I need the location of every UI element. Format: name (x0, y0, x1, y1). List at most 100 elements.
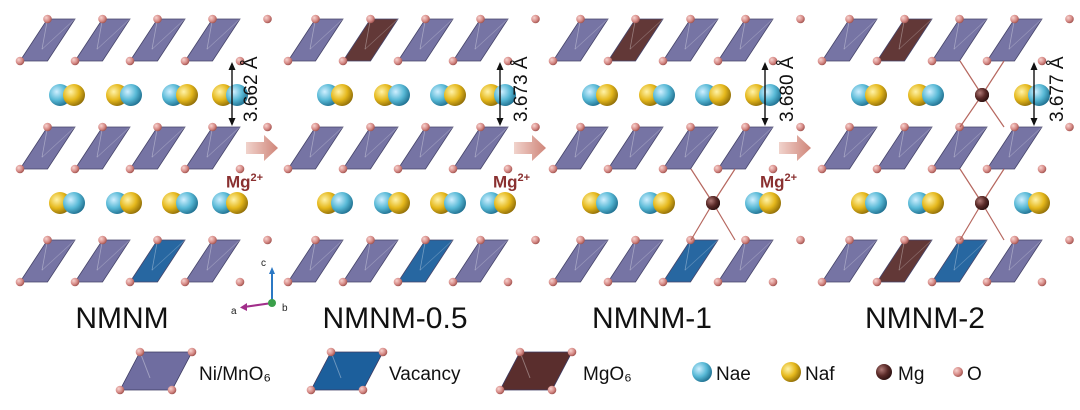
tm-octahedron-edge (739, 18, 746, 50)
naf-atom (596, 84, 618, 106)
oxygen-atom (393, 277, 403, 287)
tm-octahedron-edge (364, 239, 399, 271)
tm-octahedron (287, 126, 344, 170)
oxygen-atom (658, 56, 668, 66)
tm-octahedron-edge (151, 18, 186, 50)
oxygen-atom (15, 56, 25, 66)
oxygen-atom (576, 14, 585, 24)
tm-octahedron-edge (1008, 126, 1043, 158)
tm-octahedron-edge (309, 18, 344, 50)
oxygen-atom (15, 164, 25, 174)
legend-tm-octahedron-edge (139, 351, 151, 379)
tm-octahedron (184, 239, 241, 283)
tm-octahedron (931, 18, 988, 62)
oxygen-atom (768, 277, 778, 287)
axis-a-head (240, 303, 247, 311)
legend-oxygen (495, 385, 505, 395)
vacancy-octahedron (662, 239, 719, 283)
nae-atom (176, 192, 198, 214)
tm-octahedron-edge (41, 18, 48, 50)
oxygen-atom (393, 56, 403, 66)
interlayer-distance-nmnm-0-5: 3.673 Å (511, 56, 532, 123)
tm-octahedron-edge (843, 18, 850, 50)
mgo6-octahedron-edge (364, 18, 399, 50)
oxygen-atom (70, 56, 80, 66)
mg-o-bond (981, 202, 1005, 241)
mg-insertion-arrow (779, 135, 811, 161)
oxygen-atom (15, 277, 25, 287)
tm-octahedron (129, 18, 186, 62)
tm-octahedron (287, 18, 344, 62)
oxygen-atom (263, 14, 272, 24)
oxygen-atom (741, 14, 750, 24)
oxygen-atom (180, 277, 190, 287)
nae-atom (63, 192, 85, 214)
legend-label-mgo6: MgO₆ (583, 364, 632, 385)
tm-octahedron-edge (684, 18, 691, 50)
oxygen-atom (576, 235, 585, 245)
tm-octahedron-edge (41, 18, 76, 50)
legend-label-vacancy: Vacancy (389, 364, 461, 385)
oxygen-atom (741, 122, 750, 132)
oxygen-atom (603, 56, 613, 66)
legend-oxygen (326, 347, 336, 357)
naf-atom (331, 84, 353, 106)
tm-octahedron (342, 126, 399, 170)
tm-octahedron (986, 126, 1043, 170)
oxygen-atom (283, 277, 293, 287)
oxygen-atom (713, 56, 723, 66)
legend-nae-sphere (692, 362, 712, 382)
oxygen-atom (531, 122, 540, 132)
vacancy-octahedron-edge (684, 239, 691, 271)
tm-octahedron-edge (474, 126, 481, 158)
oxygen-atom (503, 277, 513, 287)
naf-atom (653, 192, 675, 214)
legend-label-naf: Naf (805, 364, 835, 385)
legend-o-sphere (953, 367, 963, 377)
oxygen-atom (366, 235, 375, 245)
tm-octahedron (552, 126, 609, 170)
oxygen-atom (548, 56, 558, 66)
tm-octahedron-edge (739, 239, 746, 271)
vacancy-octahedron-edge (151, 239, 186, 271)
tm-octahedron (74, 239, 131, 283)
tm-octahedron-edge (1008, 239, 1043, 271)
tm-octahedron-edge (574, 239, 609, 271)
tm-octahedron (717, 126, 774, 170)
panel-label-nmnm-2: NMNM-2 (865, 302, 985, 335)
oxygen-atom (1065, 14, 1074, 24)
mgo6-octahedron-edge (898, 18, 905, 50)
vacancy-octahedron (397, 239, 454, 283)
legend-naf-sphere (781, 362, 801, 382)
distance-arrow-head (1030, 62, 1038, 70)
naf-atom (494, 192, 516, 214)
tm-octahedron-edge (574, 126, 581, 158)
oxygen-atom (927, 277, 937, 287)
legend-mg-sphere (876, 364, 892, 380)
oxygen-atom (311, 122, 320, 132)
oxygen-atom (153, 235, 162, 245)
nae-atom (865, 192, 887, 214)
tm-octahedron-edge (206, 239, 213, 271)
oxygen-atom (796, 14, 805, 24)
oxygen-atom (603, 277, 613, 287)
nae-atom (120, 84, 142, 106)
mgo6-octahedron-edge (898, 239, 905, 271)
oxygen-atom (631, 14, 640, 24)
axis-b-label: b (282, 303, 288, 314)
oxygen-atom (70, 277, 80, 287)
oxygen-atom (817, 277, 827, 287)
oxygen-atom (817, 164, 827, 174)
distance-arrow-head (761, 62, 769, 70)
tm-octahedron-edge (41, 126, 76, 158)
mgo6-octahedron-edge (898, 18, 933, 50)
legend-oxygen (115, 385, 125, 395)
naf-atom (226, 192, 248, 214)
tm-octahedron (19, 239, 76, 283)
tm-octahedron-edge (474, 18, 509, 50)
oxygen-atom (208, 122, 217, 132)
oxygen-atom (421, 235, 430, 245)
tm-octahedron (129, 126, 186, 170)
tm-octahedron (74, 18, 131, 62)
tm-octahedron-edge (474, 239, 481, 271)
